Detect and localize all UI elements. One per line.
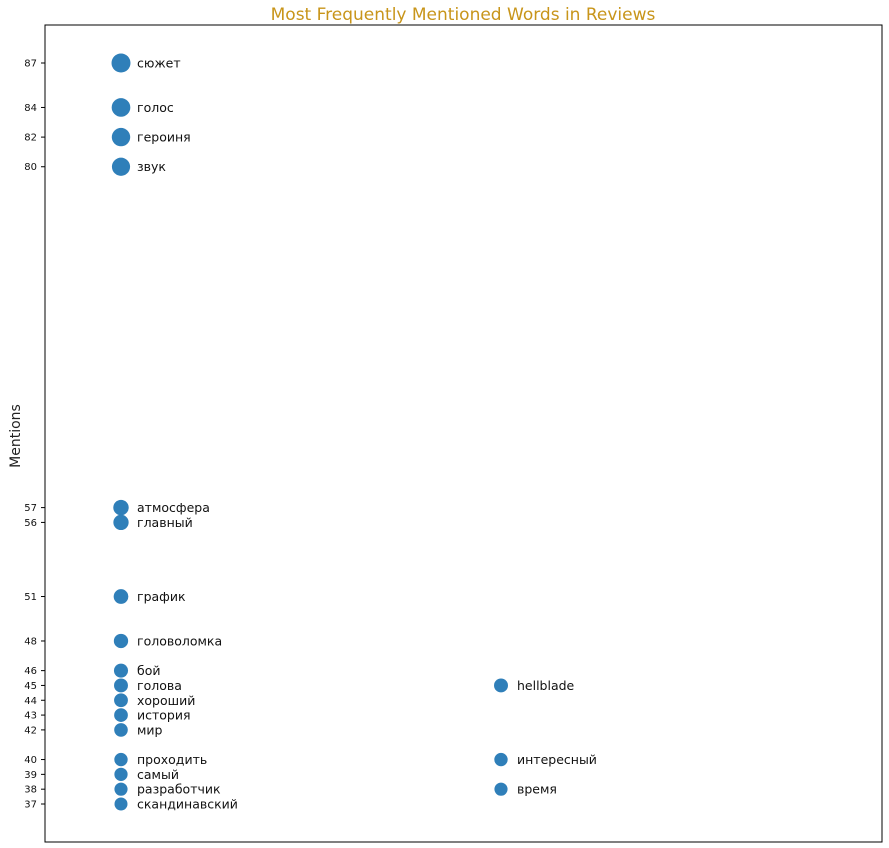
- y-tick-label: 48: [24, 636, 37, 647]
- data-point: [114, 752, 128, 767]
- point-label: самый: [137, 767, 179, 782]
- point-label: героиня: [137, 130, 191, 145]
- point-label: бой: [137, 663, 160, 678]
- point-label: сюжет: [137, 56, 181, 71]
- y-tick-label: 51: [24, 592, 37, 603]
- y-tick-label: 43: [24, 711, 37, 722]
- data-point: [114, 797, 128, 811]
- data-point: [113, 663, 129, 678]
- data-point: [114, 693, 128, 708]
- y-tick-label: 84: [24, 103, 37, 114]
- point-label: проходить: [137, 752, 207, 767]
- data-point: [114, 723, 128, 737]
- data-point: [113, 633, 129, 649]
- y-axis-label: Mentions: [8, 404, 24, 468]
- y-tick-label: 40: [24, 755, 37, 766]
- point-label: hellblade: [517, 678, 575, 693]
- point-label: головоломка: [137, 633, 222, 648]
- point-label: атмосфера: [137, 500, 210, 515]
- point-label: мир: [137, 722, 163, 737]
- point-label: звук: [137, 159, 166, 174]
- chart-title: Most Frequently Mentioned Words in Revie…: [271, 5, 656, 25]
- data-point: [494, 752, 508, 767]
- point-label: интересный: [517, 752, 597, 767]
- point-label: голова: [137, 678, 182, 693]
- y-tick-label: 80: [24, 162, 37, 173]
- data-point: [494, 782, 508, 796]
- point-label: голос: [137, 100, 174, 115]
- point-label: график: [137, 589, 186, 604]
- y-tick-label: 57: [24, 503, 37, 514]
- y-tick-label: 38: [24, 785, 37, 796]
- data-point: [111, 53, 131, 73]
- plot-area: [44, 24, 883, 843]
- data-point: [113, 514, 129, 531]
- data-point: [111, 157, 131, 176]
- y-axis-ticks: 37 38 39 40 42 43 44 45 46 48 51 56 57 80 82 84 87: [24, 59, 45, 811]
- y-tick-label: 82: [24, 133, 37, 144]
- data-point: [114, 708, 128, 722]
- data-point: [111, 98, 131, 117]
- y-tick-label: 37: [24, 800, 37, 811]
- y-tick-label: 56: [24, 518, 37, 529]
- y-tick-label: 46: [24, 666, 37, 677]
- y-tick-label: 45: [24, 681, 37, 692]
- y-tick-label: 39: [24, 770, 37, 781]
- point-label: история: [137, 708, 191, 723]
- y-tick-label: 87: [24, 59, 37, 70]
- data-point: [111, 127, 131, 147]
- point-label: хороший: [137, 693, 195, 708]
- data-point: [114, 678, 128, 693]
- data-point: [114, 767, 128, 781]
- data-point: [113, 589, 129, 604]
- data-point: [114, 782, 128, 796]
- data-point: [113, 499, 129, 516]
- y-tick-label: 44: [24, 696, 37, 707]
- point-label: главный: [137, 515, 193, 530]
- point-label: скандинавский: [137, 797, 238, 812]
- point-label: разработчик: [137, 782, 221, 797]
- data-point: [494, 678, 508, 693]
- point-label: время: [517, 782, 557, 797]
- y-tick-label: 42: [24, 725, 37, 736]
